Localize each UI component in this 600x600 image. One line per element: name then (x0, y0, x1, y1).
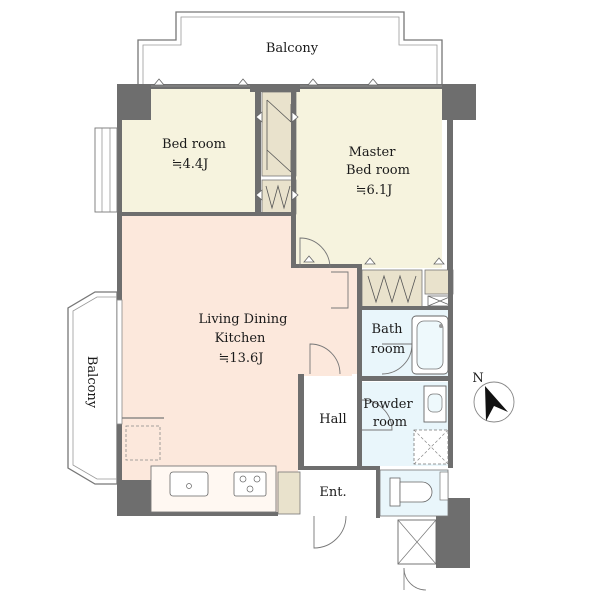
shoe-cupboard (277, 471, 301, 515)
window-ldk-left (116, 299, 123, 425)
label-powder-2: room (373, 415, 407, 430)
label-ldk-1: Living Dining (199, 312, 288, 327)
label-hall: Hall (319, 412, 346, 427)
label-bath-1: Bath (372, 322, 404, 337)
label-ldk-2: Kitchen (215, 331, 266, 346)
wash-basin (423, 385, 447, 423)
north-compass: N (472, 371, 515, 423)
compass-ring (473, 381, 515, 423)
fridge-space (125, 425, 161, 461)
label-powder-1: Powder (363, 397, 413, 412)
label-master-1: Master (349, 145, 397, 160)
label-entrance: Ent. (319, 485, 346, 500)
doors (299, 237, 413, 549)
room-labels: Balcony Balcony Bed room ≒4.4J Master Be… (84, 41, 413, 500)
label-bedroom: Bed room (162, 137, 226, 152)
label-balcony-left: Balcony (84, 356, 99, 409)
label-bath-2: room (371, 342, 405, 357)
label-master-2: Bed room (346, 163, 410, 178)
meter-box (397, 519, 437, 591)
bathtub (411, 315, 449, 375)
kitchen-counter (150, 465, 277, 513)
balcony-top (137, 11, 443, 84)
label-master-size: ≒6.1J (356, 183, 393, 198)
label-ldk-size: ≒13.6J (218, 351, 263, 366)
hall-floor (304, 376, 358, 468)
master-bedroom-floor (296, 86, 442, 268)
entrance-floor (304, 468, 378, 516)
washer-space (413, 429, 449, 465)
compass-needle-icon (485, 386, 508, 421)
compass-label: N (472, 371, 483, 386)
toilet-room (379, 469, 449, 517)
door-markers (153, 78, 445, 265)
closet-upper (261, 91, 297, 177)
label-balcony-top: Balcony (266, 41, 319, 56)
closet-middle (261, 179, 297, 215)
closet-right (361, 269, 423, 309)
window-bedroom-left (94, 127, 118, 213)
label-bedroom-size: ≒4.4J (172, 157, 209, 172)
